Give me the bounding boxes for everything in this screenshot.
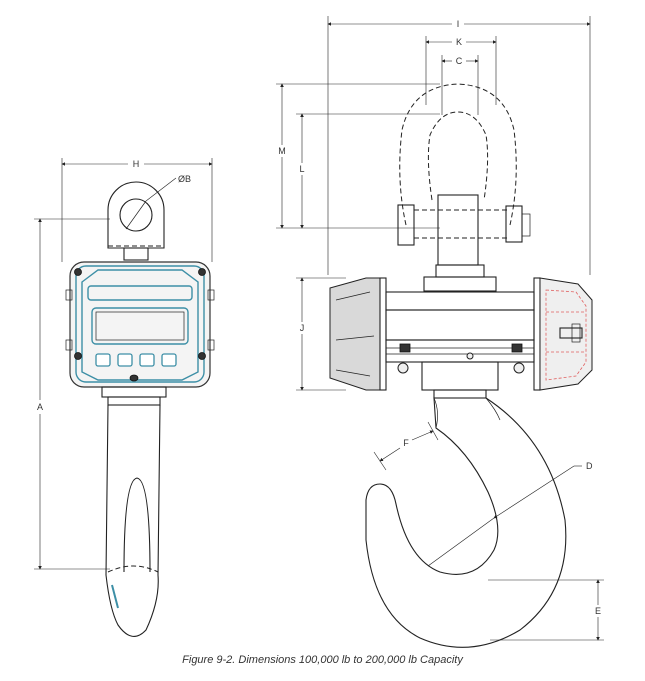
hook-side [105,404,161,637]
dimension-j: J [296,277,346,391]
label-m: M [278,146,286,156]
dimension-m: M [276,83,440,229]
label-b: ØB [178,174,191,184]
front-view: H ØB A [34,158,215,637]
dimension-l: L [296,113,440,229]
display-housing [65,261,215,388]
figure-caption: Figure 9-2. Dimensions 100,000 lb to 200… [182,654,463,666]
label-f: F [403,438,409,448]
right-end-housing [533,277,593,391]
dimension-k: K [425,36,497,105]
label-i: I [457,19,460,29]
label-l: L [299,164,304,174]
shackle [397,83,531,266]
dimension-e: E [488,579,604,641]
dimension-i: I [327,16,591,275]
crane-hook [365,397,567,648]
dimension-h: H [61,158,213,262]
load-cell-block [385,291,535,399]
label-j: J [300,323,305,333]
dimension-b: ØB [145,174,191,202]
label-d: D [586,461,593,471]
label-c: C [456,56,463,66]
dimension-f: F [373,421,439,471]
label-k: K [456,37,462,47]
label-h: H [133,159,140,169]
shackle-eye [107,181,165,261]
label-a: A [37,402,43,412]
label-e: E [595,606,601,616]
left-end-housing [329,277,387,391]
dimension-c: C [441,55,479,115]
dimension-a: A [34,218,110,570]
side-view: I K C [276,16,604,648]
dimension-d: D [493,461,593,519]
